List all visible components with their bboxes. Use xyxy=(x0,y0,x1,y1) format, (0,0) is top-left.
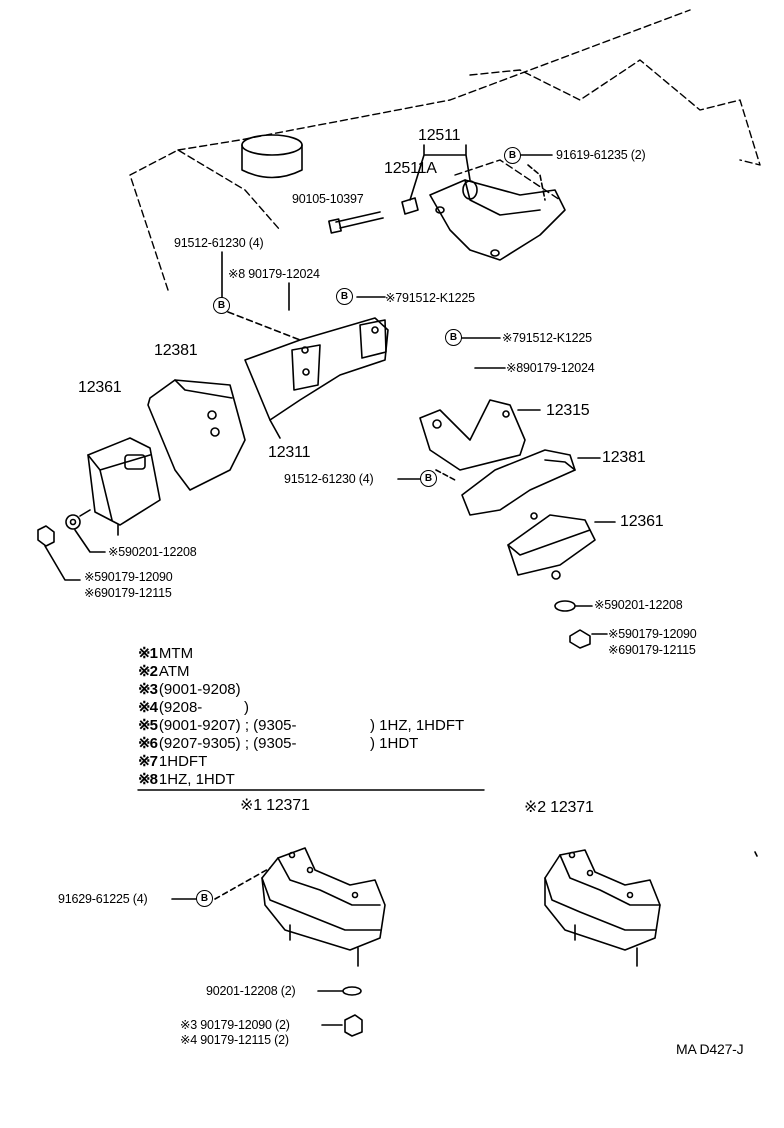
legend-mark: ※4 xyxy=(138,699,158,716)
legend-mark: ※3 xyxy=(138,681,158,698)
label-91512-K1225-b: ※791512-K1225 xyxy=(502,331,592,345)
insulator-12381-left xyxy=(147,379,246,491)
label-91629-61225: 91629-61225 (4) xyxy=(58,892,148,906)
legend-text: MTM xyxy=(158,645,194,662)
legend-text: (9208- ) xyxy=(158,699,249,716)
legend-row: ※6(9207-9305) ; (9305- ) 1HDT xyxy=(138,735,418,752)
washer-bottom xyxy=(342,986,362,996)
label-90201-12208-left: ※590201-12208 xyxy=(108,545,197,559)
label-12381-left: 12381 xyxy=(154,342,198,359)
label-90179-12024-right: ※890179-12024 xyxy=(506,361,595,375)
label-90179-12115-left: ※690179-12115 xyxy=(84,586,172,600)
legend-text: (9001-9208) xyxy=(158,681,241,698)
legend-mark: ※8 xyxy=(138,771,158,788)
legend-mark: ※2 xyxy=(138,663,158,680)
label-90201-12208-right: ※590201-12208 xyxy=(594,598,683,612)
label-12511A: 12511A xyxy=(384,160,437,177)
legend-mark: ※1 xyxy=(138,645,158,662)
bracket-12315 xyxy=(419,399,541,471)
bolt-bubble-5: B xyxy=(420,470,437,487)
bolt-bubble-6: B xyxy=(196,890,213,907)
legend-text-suffix: ) 1HZ, 1HDFT xyxy=(370,717,465,734)
legend-text-suffix: ) 1HDT xyxy=(370,735,419,752)
legend-row: ※3(9001-9208) xyxy=(138,681,241,698)
label-12371-atm: ※2 12371 xyxy=(524,799,594,816)
legend-row: ※5(9001-9207) ; (9305- ) 1HZ, 1HDFT xyxy=(138,717,464,734)
nut-right xyxy=(569,629,591,649)
bracket-12311 xyxy=(244,317,389,439)
legend-row: ※4(9208- ) xyxy=(138,699,249,716)
label-12511: 12511 xyxy=(418,127,461,144)
label-12381-right: 12381 xyxy=(602,449,646,466)
bolt-90105 xyxy=(328,211,384,234)
nut-left xyxy=(37,525,55,547)
nut-bottom xyxy=(344,1014,363,1037)
mount-12361-right xyxy=(507,512,616,580)
mount-12371-mtm xyxy=(261,847,386,967)
bolt-bubble-3: B xyxy=(213,297,230,314)
label-91512-K1225-a: ※791512-K1225 xyxy=(385,291,475,305)
label-12371-mtm: ※1 12371 xyxy=(240,797,310,814)
label-90105-10397: 90105-10397 xyxy=(292,192,364,206)
legend-mark: ※5 xyxy=(138,717,158,734)
legend-text: 1HZ, 1HDT xyxy=(158,771,235,788)
label-90179-12090-left: ※590179-12090 xyxy=(84,570,173,584)
label-90179-12090-bottom: ※3 90179-12090 (2) xyxy=(180,1018,290,1032)
bracket-12511 xyxy=(429,179,566,261)
label-90179-12115-bottom: ※4 90179-12115 (2) xyxy=(180,1033,289,1047)
legend-text: ATM xyxy=(158,663,190,680)
mount-12361-left xyxy=(79,437,161,536)
legend-mark: ※7 xyxy=(138,753,158,770)
diagram-reference-code: MA D427-J xyxy=(676,1041,744,1057)
bolt-bubble-4: B xyxy=(445,329,462,346)
bolt-bubble-1: B xyxy=(504,147,521,164)
mount-12371-atm xyxy=(544,849,661,967)
label-91512-61230-top: 91512-61230 (4) xyxy=(174,236,264,250)
insulator-12381-right xyxy=(461,449,601,516)
label-90201-12208-bottom: 90201-12208 (2) xyxy=(206,984,296,998)
legend-text: 1HDFT xyxy=(158,753,208,770)
legend-text: (9207-9305) ; (9305- xyxy=(158,735,297,752)
label-12311: 12311 xyxy=(268,444,311,461)
washer-right xyxy=(554,600,576,612)
engine-outline xyxy=(129,9,761,291)
legend-mark: ※6 xyxy=(138,735,158,752)
label-90179-12090-right: ※590179-12090 xyxy=(608,627,697,641)
label-91619-61235: 91619-61235 (2) xyxy=(556,148,646,162)
filler-cap xyxy=(241,134,303,179)
label-90179-12115-right: ※690179-12115 xyxy=(608,643,696,657)
label-12361-right: 12361 xyxy=(620,513,664,530)
bolt-bubble-2: B xyxy=(336,288,353,305)
label-91512-61230-mid: 91512-61230 (4) xyxy=(284,472,374,486)
label-12361-left: 12361 xyxy=(78,379,122,396)
washer-left xyxy=(65,514,81,530)
label-12315: 12315 xyxy=(546,402,590,419)
legend-text: (9001-9207) ; (9305- xyxy=(158,717,297,734)
label-90179-12024-left: ※8 90179-12024 xyxy=(228,267,320,281)
